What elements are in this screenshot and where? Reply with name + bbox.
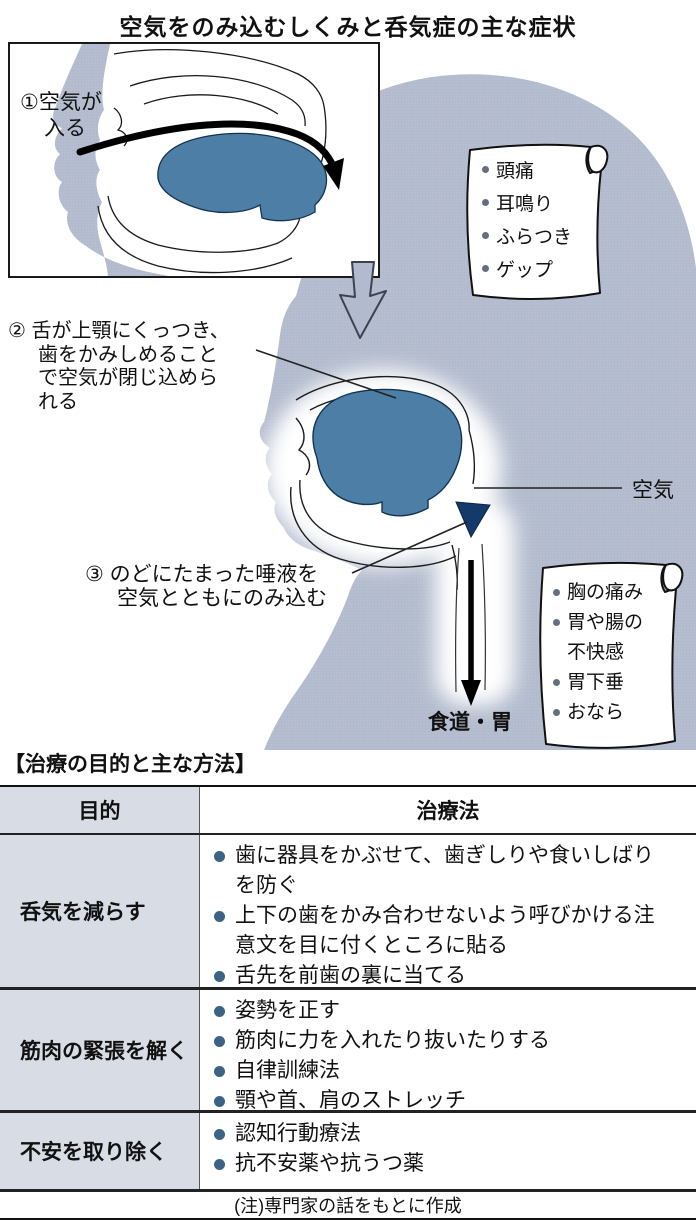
mouth-inset-box: ①空気が 入る [8,42,380,278]
step2-line3: で空気が閉じ込めら [38,367,218,389]
pointer-lines [255,349,622,574]
purpose-cell: 筋肉の緊張を解く [0,990,200,1110]
method-item: 上下の歯をかみ合わせないよう呼びかける注意文を目に付くところに貼る [214,901,666,961]
purpose-cell: 呑気を減らす [0,835,200,987]
step2-pointer-line [255,349,397,399]
bullet-icon [214,851,225,862]
method-item: 筋肉に力を入れたり抜いたりする [214,1026,666,1056]
bullet-icon [214,911,225,922]
trapped-air-shape [455,501,491,539]
symptom-item: 胃や腸の不快感 [553,608,653,668]
step1-line2: 入る [44,117,86,140]
step2-line1: ② 舌が上顎にくっつき、 [8,320,230,342]
symptom-item: 耳鳴り [482,188,594,221]
inset-tongue-shape [157,132,328,222]
source-note: (注)専門家の話をもとに作成 [0,1192,696,1218]
bullet-icon [214,1159,225,1170]
inset-profile-shape [53,44,168,276]
bullet-icon [214,1066,225,1077]
symptom-list-lower: 胸の痛み 胃や腸の不快感 胃下垂 おなら [553,578,653,728]
inset-to-head-arrow [339,261,387,339]
symptom-item: ゲップ [482,254,594,287]
symptom-scroll-lower: 胸の痛み 胃や腸の不快感 胃下垂 おなら [535,560,687,752]
purpose-cell: 不安を取り除く [0,1113,200,1189]
method-item: 顎や首、肩のストレッチ [214,1086,666,1116]
esophagus-stomach-label: 食道・胃 [428,711,512,734]
air-label: 空気 [632,479,674,502]
bullet-icon [214,971,225,982]
table-row: 不安を取り除く 認知行動療法 抗不安薬や抗うつ薬 [0,1113,696,1192]
method-cell: 姿勢を正す 筋肉に力を入れたり抜いたりする 自律訓練法 顎や首、肩のストレッチ [200,990,696,1112]
step2-label: ② 舌が上顎にくっつき、 歯をかみしめること で空気が閉じ込めら れる [8,320,230,414]
method-item: 自律訓練法 [214,1056,666,1086]
symptom-item: おなら [553,698,653,728]
scroll-paper-icon [539,561,684,749]
step2-line4: れる [38,390,78,413]
symptom-item: 胃下垂 [553,668,653,698]
method-cell: 歯に器具をかぶせて、歯ぎしりや食いしばりを防ぐ 上下の歯をかみ合わせないよう呼び… [200,835,696,987]
table-row: 呑気を減らす 歯に器具をかぶせて、歯ぎしりや食いしばりを防ぐ 上下の歯をかみ合わ… [0,835,696,990]
treatment-table: 目的 治療法 呑気を減らす 歯に器具をかぶせて、歯ぎしりや食いしばりを防ぐ 上下… [0,785,696,1220]
method-item: 舌先を前歯の裏に当てる [214,961,666,991]
esophagus-wall-lines [455,543,486,693]
treatment-heading: 【治療の目的と主な方法】 [4,753,256,776]
symptom-item: 胸の痛み [553,578,653,608]
symptom-list-upper: 頭痛 耳鳴り ふらつき ゲップ [482,155,594,287]
swallow-down-arrow [461,560,481,706]
step3-line1: ③ のどにたまった唾液を [85,563,319,586]
table-header-row: 目的 治療法 [0,787,696,835]
scroll-curl-icon [587,144,609,174]
symptom-scroll-upper: 頭痛 耳鳴り ふらつき ゲップ [462,143,612,303]
scroll-paper-icon [466,143,609,300]
bullet-icon [214,1006,225,1017]
method-item: 認知行動療法 [214,1119,666,1149]
bullet-icon [214,1096,225,1107]
step3-pointer-line [351,521,468,574]
symptom-item: ふらつき [482,221,594,254]
step3-line2: 空気とともにのみ込む [117,587,327,610]
page-title: 空気をのみ込むしくみと呑気症の主な症状 [119,14,577,40]
step1-label: ①空気が 入る [20,90,102,142]
column-header-method: 治療法 [200,787,696,833]
step3-label: ③ のどにたまった唾液を 空気とともにのみ込む [85,563,327,611]
scroll-curl-icon [662,562,684,592]
method-item: 抗不安薬や抗うつ薬 [214,1149,666,1179]
method-item: 姿勢を正す [214,996,666,1026]
air-flow-arrow [76,120,344,190]
step2-line2: 歯をかみしめること [38,343,218,366]
method-item: 歯に器具をかぶせて、歯ぎしりや食いしばりを防ぐ [214,841,666,901]
mouth-inset-illustration [53,44,344,276]
symptom-item: 頭痛 [482,155,594,188]
step1-line1: ①空気が [20,91,102,114]
bullet-icon [214,1036,225,1047]
tongue-shape [312,388,463,517]
table-row: 筋肉の緊張を解く 姿勢を正す 筋肉に力を入れたり抜いたりする 自律訓練法 顎や首… [0,990,696,1113]
bullet-icon [214,1129,225,1140]
method-cell: 認知行動療法 抗不安薬や抗うつ薬 [200,1113,696,1189]
column-header-purpose: 目的 [0,787,200,833]
